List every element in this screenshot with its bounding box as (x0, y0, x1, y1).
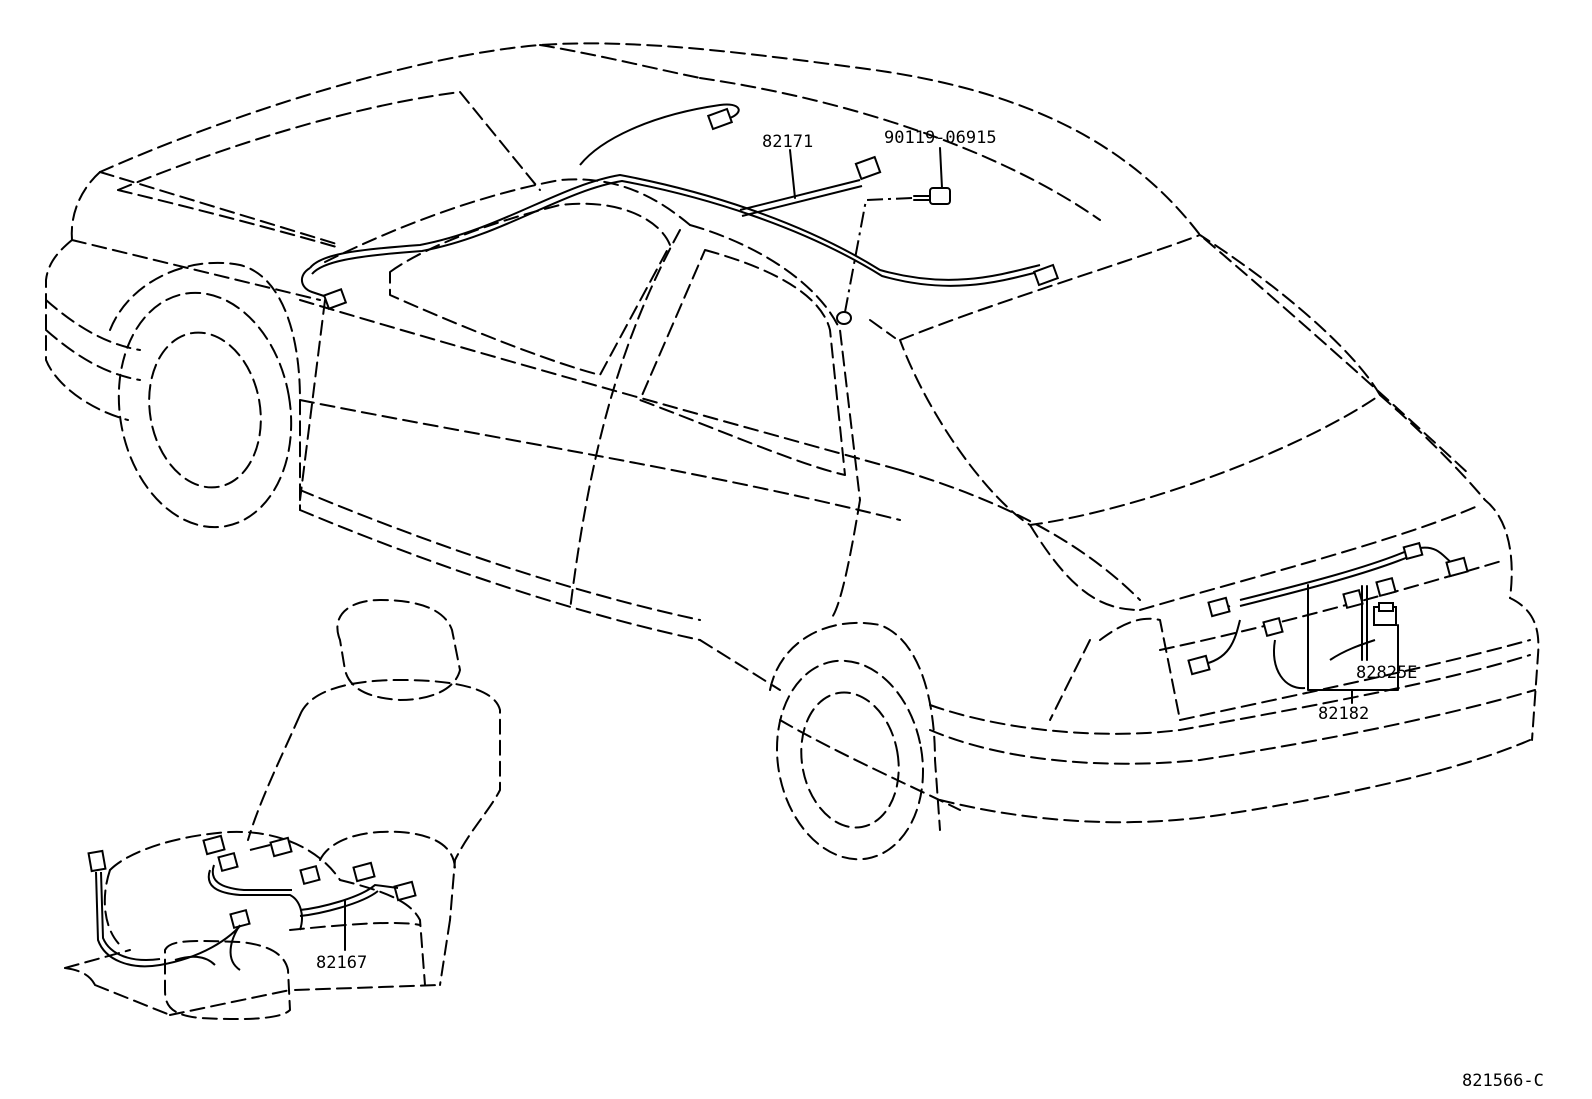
label-bolt: 90119-06915 (884, 128, 997, 148)
seat-outline (64, 599, 501, 1021)
roof-harness (301, 103, 1060, 310)
label-rear-harness: 82182 (1318, 704, 1369, 724)
label-connector: 82825E (1356, 663, 1417, 683)
label-roof-harness: 82171 (762, 132, 813, 152)
bolt-part (836, 147, 951, 325)
rear-harness (1187, 541, 1469, 704)
seat-harness (87, 834, 417, 971)
label-seat-harness: 82167 (316, 953, 367, 973)
drawing-code: 821566-C (1462, 1071, 1544, 1091)
